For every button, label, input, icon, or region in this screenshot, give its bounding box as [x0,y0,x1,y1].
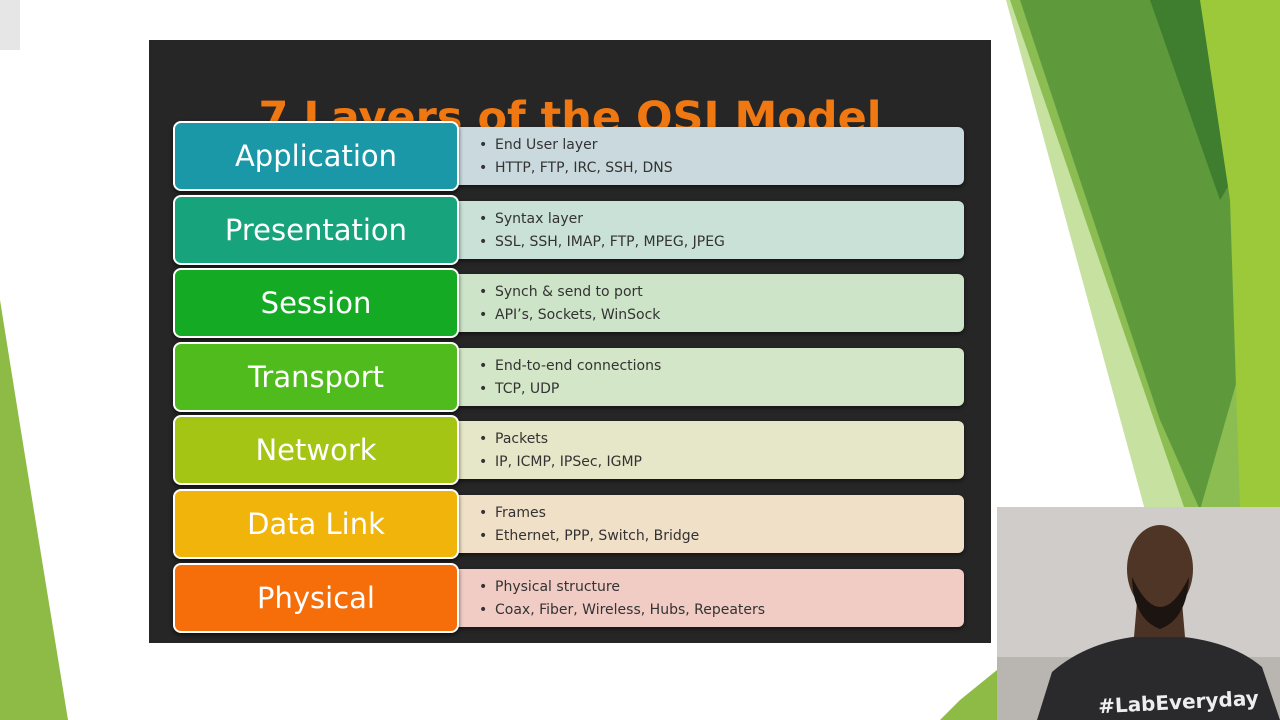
layer-bullet-list: End-to-end connectionsTCP, UDP [479,355,661,401]
layer-bullet: End User layer [479,134,673,157]
layer-bullet-list: End User layerHTTP, FTP, IRC, SSH, DNS [479,134,673,180]
layer-bullet: HTTP, FTP, IRC, SSH, DNS [479,157,673,180]
presenter-shirt [1037,635,1280,720]
layer-name-pill: Session [173,268,459,339]
layer-description-box: Physical structureCoax, Fiber, Wireless,… [455,568,964,627]
layer-row: Session Synch & send to portAPI’s, Socket… [173,268,966,339]
layer-bullet-list: Physical structureCoax, Fiber, Wireless,… [479,576,765,622]
layer-bullet: Synch & send to port [479,281,660,304]
layer-bullet: Frames [479,502,699,525]
layer-description-box: Syntax layerSSL, SSH, IMAP, FTP, MPEG, J… [455,200,964,259]
layer-name-pill: Physical [173,562,459,633]
layer-name-pill: Presentation [173,194,459,265]
osi-slide: 7 Layers of the OSI Model ApplicationEnd… [149,40,991,643]
layer-bullet: End-to-end connections [479,355,661,378]
layer-bullet: Coax, Fiber, Wireless, Hubs, Repeaters [479,599,765,622]
top-left-tab [0,0,20,50]
layer-bullet-list: Syntax layerSSL, SSH, IMAP, FTP, MPEG, J… [479,208,725,254]
layer-name-pill: Application [173,121,459,191]
webcam-overlay [997,507,1280,720]
layer-bullet: Packets [479,428,642,451]
layer-bullet: TCP, UDP [479,378,661,401]
layer-row: Application End User layerHTTP, FTP, IRC,… [173,121,966,191]
layer-bullet-list: PacketsIP, ICMP, IPSec, IGMP [479,428,642,474]
layer-bullet: API’s, Sockets, WinSock [479,304,660,327]
presenter-beard [1132,577,1189,629]
layer-description-box: Synch & send to portAPI’s, Sockets, WinS… [455,274,964,333]
layer-name-pill: Network [173,415,459,486]
layer-description-box: PacketsIP, ICMP, IPSec, IGMP [455,421,964,480]
layer-bullet-list: Synch & send to portAPI’s, Sockets, WinS… [479,281,660,327]
left-green-sliver [0,300,68,720]
layer-bullet-list: FramesEthernet, PPP, Switch, Bridge [479,502,699,548]
layer-row: Data Link FramesEthernet, PPP, Switch, Br… [173,489,966,559]
presenter-video [997,507,1280,720]
layer-description-box: FramesEthernet, PPP, Switch, Bridge [455,495,964,553]
layer-description-box: End-to-end connectionsTCP, UDP [455,347,964,406]
layer-row: Presentation Syntax layerSSL, SSH, IMAP, … [173,194,966,265]
layer-name-pill: Transport [173,341,459,412]
layer-description-box: End User layerHTTP, FTP, IRC, SSH, DNS [455,127,964,185]
layer-bullet: Ethernet, PPP, Switch, Bridge [479,525,699,548]
layer-bullet: IP, ICMP, IPSec, IGMP [479,451,642,474]
bottom-green-sliver [940,670,997,720]
right-panel-lime [1200,0,1280,510]
layer-bullet: Physical structure [479,576,765,599]
layer-row: Transport End-to-end connectionsTCP, UDP [173,341,966,412]
layer-bullet: SSL, SSH, IMAP, FTP, MPEG, JPEG [479,231,725,254]
layer-row: Network PacketsIP, ICMP, IPSec, IGMP [173,415,966,486]
layer-name-pill: Data Link [173,489,459,559]
presenter-head [1127,525,1193,613]
layer-row: Physical Physical structureCoax, Fiber, W… [173,562,966,633]
layer-bullet: Syntax layer [479,208,725,231]
